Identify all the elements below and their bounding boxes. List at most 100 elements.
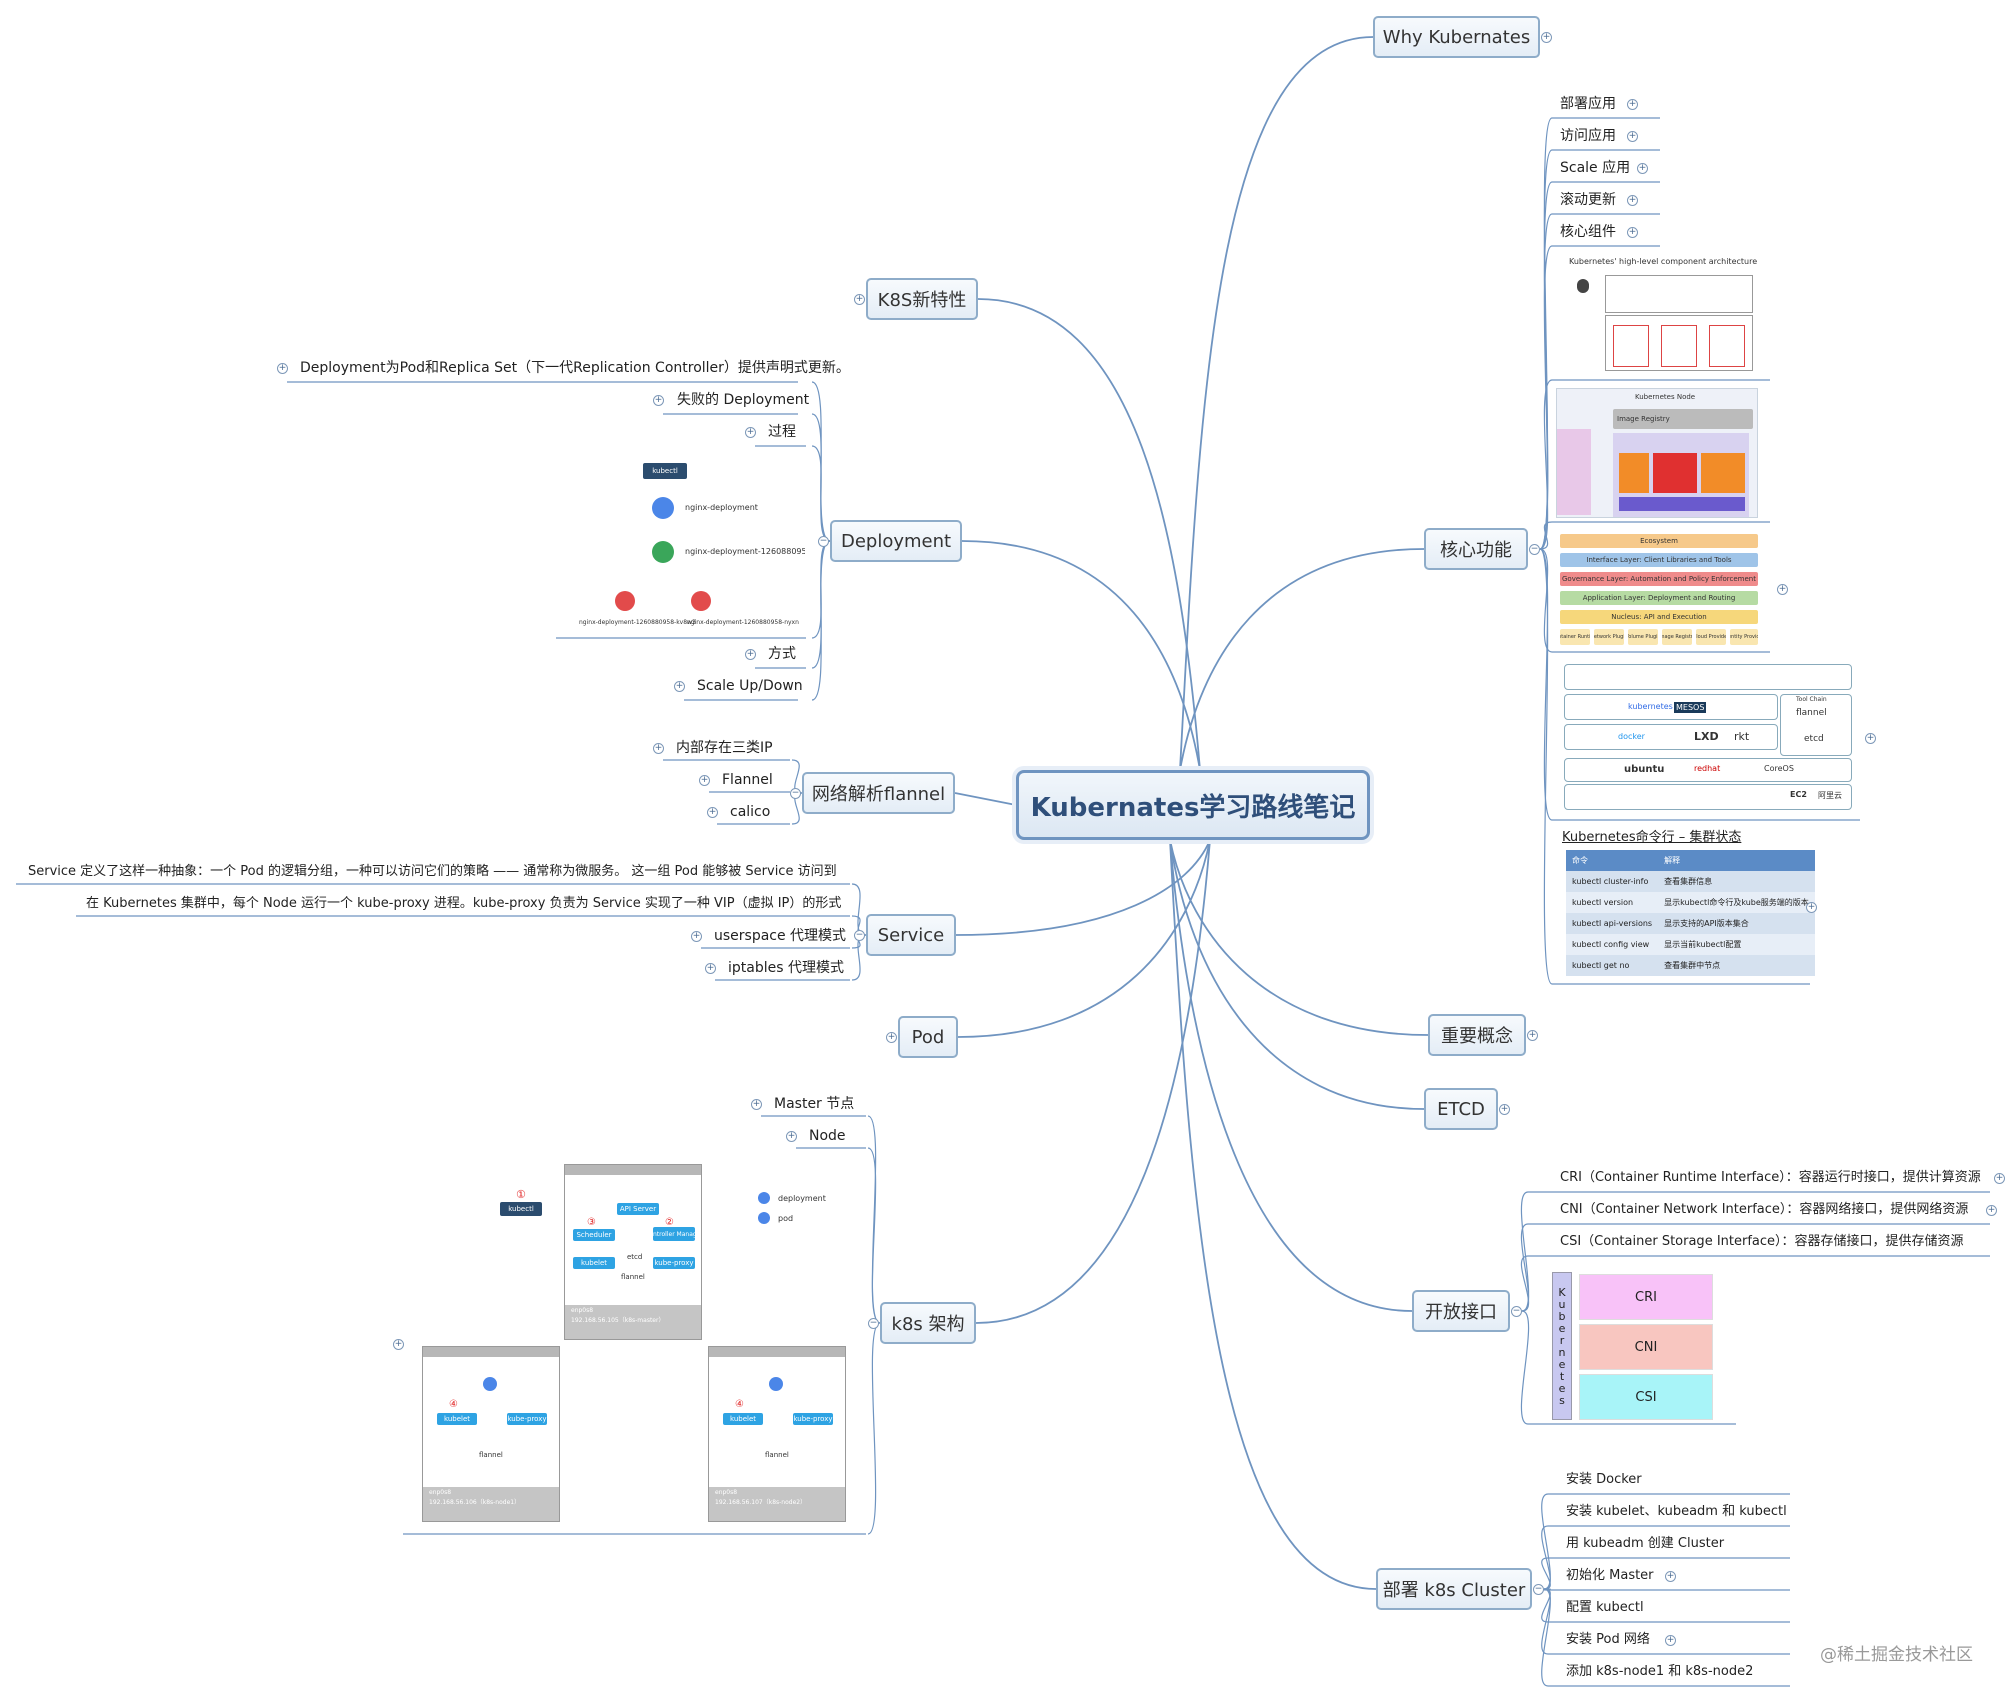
expand-icon[interactable]: + [1665, 1635, 1676, 1646]
expand-icon[interactable]: + [277, 363, 288, 374]
kube-proxy-box: kube-proxy [653, 1257, 695, 1269]
connector-line [811, 540, 831, 701]
expand-icon[interactable]: + [653, 395, 664, 406]
cluster-config-kubectl[interactable]: 配置 kubectl [1566, 1600, 1644, 1615]
service-userspace[interactable]: userspace 代理模式 [714, 928, 847, 944]
topic-why-kubernates[interactable]: Why Kubernates [1373, 16, 1540, 58]
pod-icon [615, 591, 635, 611]
connector-line [1539, 548, 1553, 821]
kubelet-box: kubelet [437, 1413, 477, 1425]
expand-icon[interactable]: + [854, 294, 865, 305]
expand-icon[interactable]: + [1986, 1205, 1997, 1216]
interface-csi[interactable]: CSI（Container Storage Interface）：容器存储接口，… [1560, 1234, 1964, 1249]
expand-icon[interactable]: + [1994, 1173, 2005, 1184]
expand-icon[interactable]: + [745, 649, 756, 660]
topic-etcd[interactable]: ETCD [1424, 1088, 1498, 1130]
cluster-install-docker[interactable]: 安装 Docker [1566, 1472, 1642, 1487]
core-rolling-update[interactable]: 滚动更新 [1560, 192, 1616, 208]
cluster-init-master[interactable]: 初始化 Master [1566, 1568, 1654, 1583]
cluster-install-kubelet[interactable]: 安装 kubelet、kubeadm 和 kubectl [1566, 1504, 1787, 1519]
connector-line [1541, 1525, 1551, 1590]
deployment-desc[interactable]: Deployment为Pod和Replica Set（下一代Replicatio… [300, 360, 850, 376]
cluster-pod-network[interactable]: 安装 Pod 网络 [1566, 1632, 1650, 1647]
collapse-icon[interactable]: − [854, 930, 865, 941]
core-components[interactable]: 核心组件 [1560, 224, 1616, 240]
topic-deploy-cluster[interactable]: 部署 k8s Cluster [1376, 1568, 1532, 1610]
service-kube-proxy[interactable]: 在 Kubernetes 集群中，每个 Node 运行一个 kube-proxy… [86, 896, 842, 911]
logo-ubuntu: ubuntu [1624, 764, 1665, 775]
arch-node[interactable]: Node [809, 1128, 846, 1144]
image-title: Kubernetes Node [1635, 393, 1696, 401]
deployment-failed[interactable]: 失败的 Deployment [677, 392, 810, 408]
deployment-scale[interactable]: Scale Up/Down [697, 678, 803, 694]
interface-cni[interactable]: CNI（Container Network Interface）：容器网络接口，… [1560, 1202, 1969, 1217]
topic-k8s-arch[interactable]: k8s 架构 [880, 1302, 976, 1344]
topic-k8s-features[interactable]: K8S新特性 [866, 278, 978, 320]
topic-key-concepts[interactable]: 重要概念 [1428, 1014, 1526, 1056]
logo-rkt: rkt [1734, 730, 1750, 743]
expand-icon[interactable]: + [786, 1131, 797, 1142]
core-access-app[interactable]: 访问应用 [1560, 128, 1616, 144]
topic-service[interactable]: Service [866, 914, 956, 956]
topic-deployment[interactable]: Deployment [830, 520, 962, 562]
expand-icon[interactable]: + [1865, 733, 1876, 744]
expand-icon[interactable]: + [1627, 227, 1638, 238]
registry-bar: Image Registry [1613, 409, 1753, 429]
collapse-icon[interactable]: − [818, 536, 829, 547]
plugin-box: Cloud Provider [1696, 629, 1726, 645]
cluster-add-nodes[interactable]: 添加 k8s-node1 和 k8s-node2 [1566, 1664, 1754, 1679]
flannel-flannel[interactable]: Flannel [722, 772, 773, 788]
replicaset-label: nginx-deployment-1260880958 [685, 547, 806, 556]
flannel-ip-types[interactable]: 内部存在三类IP [676, 740, 773, 756]
master-ip-label: 192.168.56.105（k8s-master） [571, 1317, 665, 1324]
collapse-icon[interactable]: − [1529, 544, 1540, 555]
expand-icon[interactable]: + [1527, 1030, 1538, 1041]
collapse-icon[interactable]: − [868, 1318, 879, 1329]
expand-icon[interactable]: + [1627, 131, 1638, 142]
expand-icon[interactable]: + [1627, 99, 1638, 110]
topic-open-interfaces[interactable]: 开放接口 [1412, 1290, 1510, 1332]
deployment-method[interactable]: 方式 [768, 646, 796, 662]
expand-icon[interactable]: + [1627, 195, 1638, 206]
expand-icon[interactable]: + [751, 1099, 762, 1110]
expand-icon[interactable]: + [653, 743, 664, 754]
core-deploy-app[interactable]: 部署应用 [1560, 96, 1616, 112]
expand-icon[interactable]: + [699, 775, 710, 786]
connector-line [977, 298, 1201, 771]
collapse-icon[interactable]: − [1511, 1306, 1522, 1317]
topic-flannel[interactable]: 网络解析flannel [802, 772, 955, 814]
connector-line [954, 792, 1017, 806]
expand-icon[interactable]: + [705, 963, 716, 974]
expand-icon[interactable]: + [1806, 902, 1817, 913]
expand-icon[interactable]: + [674, 681, 685, 692]
cmd-table-title[interactable]: Kubernetes命令行 – 集群状态 [1562, 830, 1742, 845]
expand-icon[interactable]: + [1637, 163, 1648, 174]
service-definition[interactable]: Service 定义了这样一种抽象：一个 Pod 的逻辑分组，一种可以访问它们的… [28, 864, 837, 879]
expand-icon[interactable]: + [745, 427, 756, 438]
flannel-calico[interactable]: calico [730, 804, 771, 820]
deployment-process[interactable]: 过程 [768, 424, 796, 440]
core-scale-app[interactable]: Scale 应用 [1560, 160, 1631, 176]
expand-icon[interactable]: + [886, 1032, 897, 1043]
cluster-kubeadm-create[interactable]: 用 kubeadm 创建 Cluster [1566, 1536, 1725, 1551]
arch-master-node[interactable]: Master 节点 [774, 1096, 855, 1112]
collapse-icon[interactable]: − [790, 788, 801, 799]
expand-icon[interactable]: + [707, 807, 718, 818]
expand-icon[interactable]: + [691, 931, 702, 942]
expand-icon[interactable]: + [1777, 584, 1788, 595]
service-iptables[interactable]: iptables 代理模式 [728, 960, 844, 976]
connector-line [811, 381, 831, 542]
expand-icon[interactable]: + [393, 1339, 404, 1350]
expand-icon[interactable]: + [1665, 1571, 1676, 1582]
expand-icon[interactable]: + [1541, 32, 1552, 43]
topic-pod[interactable]: Pod [898, 1016, 958, 1058]
expand-icon[interactable]: + [1499, 1104, 1510, 1115]
collapse-icon[interactable]: − [1533, 1584, 1544, 1595]
flannel-logo: flannel [1796, 708, 1827, 718]
central-topic[interactable]: Kubernates学习路线笔记 [1016, 770, 1370, 840]
connector-line [851, 934, 867, 981]
topic-core-functions[interactable]: 核心功能 [1424, 528, 1528, 570]
connector-line [1539, 379, 1553, 550]
interface-cri[interactable]: CRI（Container Runtime Interface）：容器运行时接口… [1560, 1170, 1981, 1185]
